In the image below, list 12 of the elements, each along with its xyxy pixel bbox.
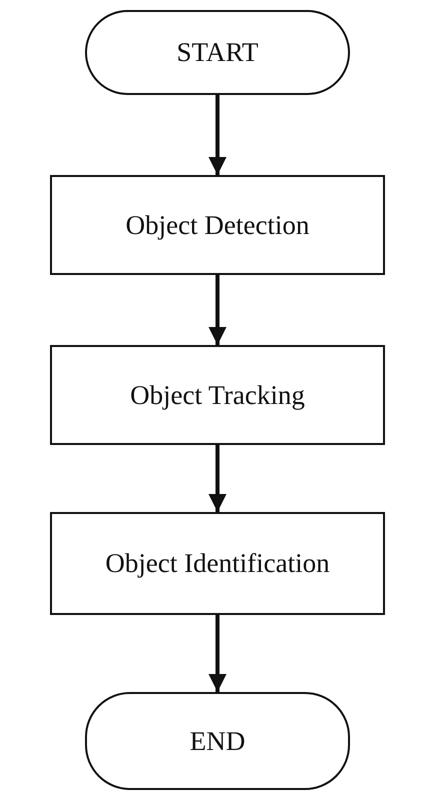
arrow — [208, 615, 226, 692]
process-box — [50, 512, 385, 615]
process-box — [50, 345, 385, 445]
arrow — [208, 275, 226, 345]
node-label: Object Identification — [105, 548, 330, 579]
process-box — [50, 175, 385, 275]
node-label: Object Tracking — [130, 380, 305, 410]
node-label: Object Detection — [126, 210, 310, 240]
node-label: END — [190, 726, 246, 756]
arrow — [208, 95, 226, 175]
arrow — [208, 445, 226, 512]
node-label: START — [176, 37, 258, 68]
